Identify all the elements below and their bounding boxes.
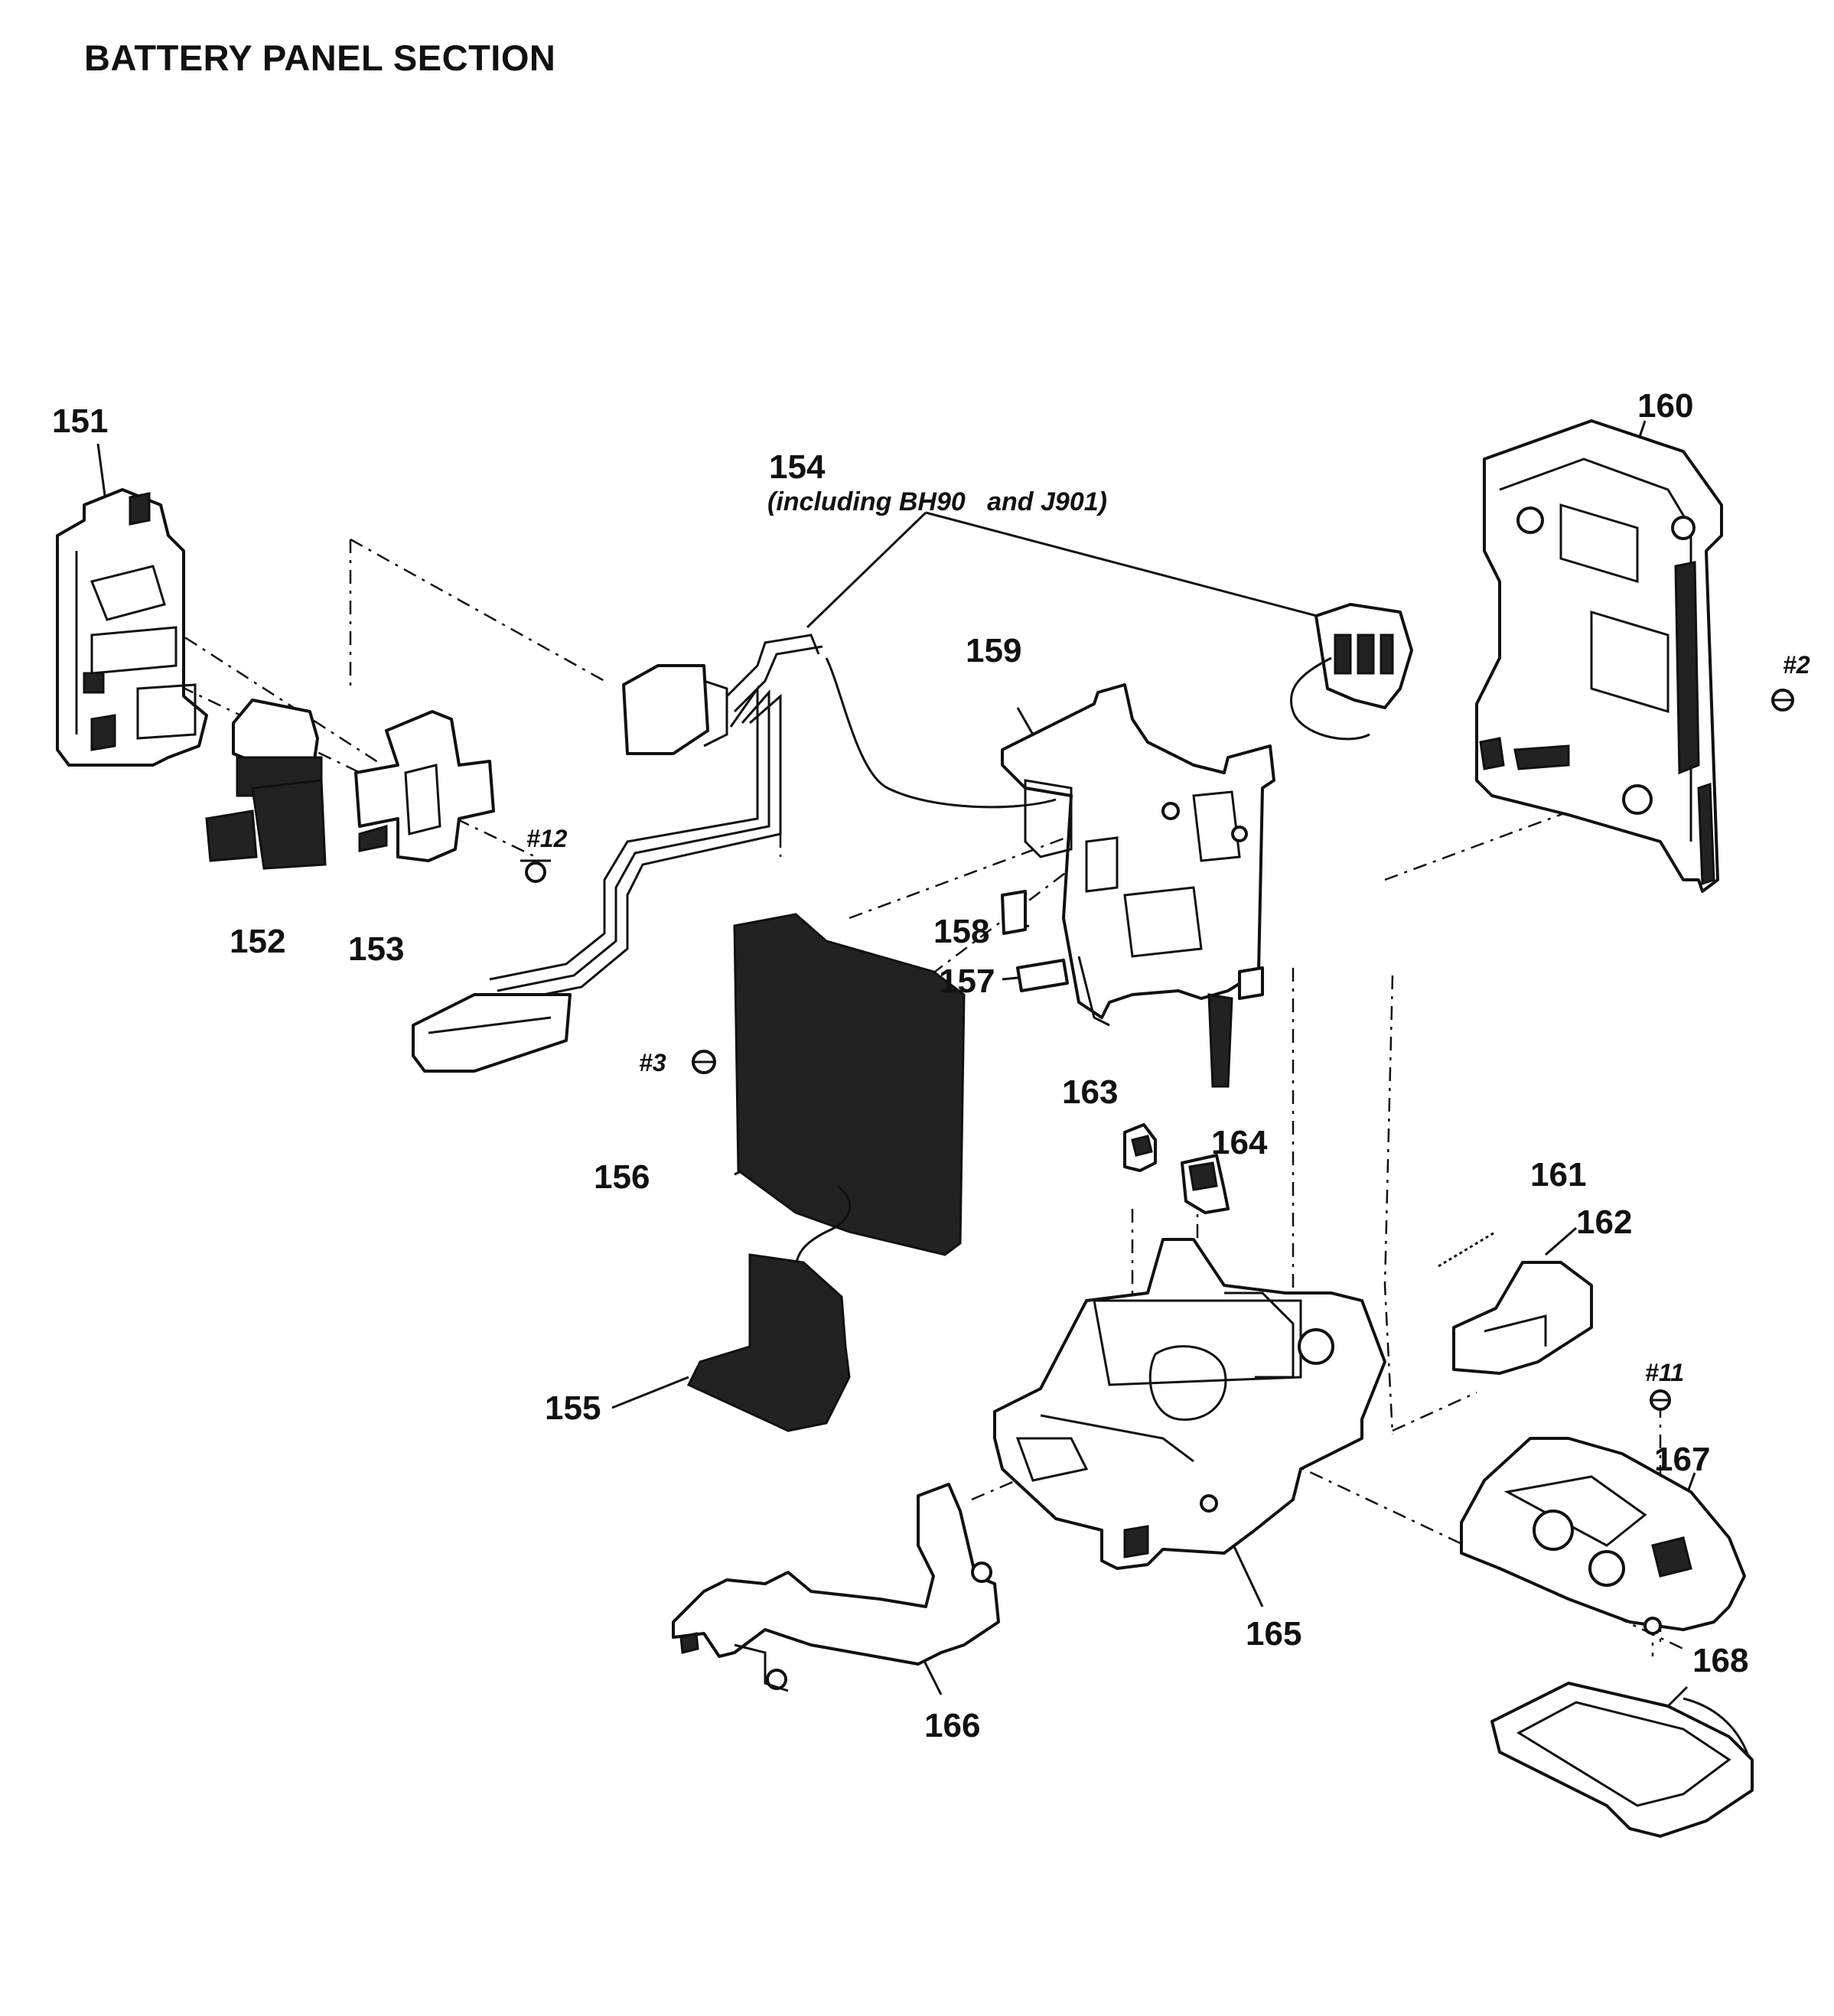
- label-157: 157: [939, 962, 995, 1000]
- screw-11: [1650, 1389, 1671, 1411]
- label-screw-3: #3: [639, 1049, 666, 1076]
- part-157-pad: [1016, 959, 1069, 992]
- label-168: 168: [1692, 1642, 1748, 1679]
- label-154: 154: [769, 448, 826, 486]
- label-160: 160: [1637, 387, 1693, 425]
- part-labels: 151 152 153 154 (including BH90 and J901…: [52, 387, 1748, 1744]
- label-163: 163: [1062, 1073, 1118, 1111]
- part-151-side-frame: [56, 488, 208, 767]
- part-166-plate: [672, 1483, 1000, 1692]
- part-168-lid: [1490, 1682, 1754, 1838]
- label-162: 162: [1576, 1203, 1632, 1241]
- screw-2: [1771, 689, 1794, 712]
- part-164-latch: [1181, 1154, 1230, 1214]
- label-156: 156: [594, 1158, 650, 1196]
- screw-labels: #2 #3 #11 #12: [526, 651, 1810, 1386]
- label-153: 153: [348, 930, 404, 968]
- label-158: 158: [933, 913, 989, 950]
- part-156-shield: [733, 913, 966, 1271]
- part-163-knob: [1123, 1123, 1157, 1172]
- part-159-frame: [1001, 683, 1275, 1088]
- label-154-note: (including BH90 and J901): [767, 487, 1107, 516]
- part-158-pad: [1001, 890, 1027, 935]
- label-164: 164: [1211, 1124, 1268, 1161]
- part-152-connector: [205, 699, 327, 870]
- part-161-spring: [1438, 1230, 1497, 1268]
- part-153-bracket: [354, 710, 495, 862]
- label-151: 151: [52, 402, 108, 440]
- part-160-rear-panel: [1475, 419, 1723, 893]
- part-154-harness: [412, 633, 1057, 1073]
- part-155-shield: [686, 1253, 851, 1432]
- part-165-housing: [993, 1238, 1386, 1570]
- section-title: BATTERY PANEL SECTION: [84, 37, 556, 78]
- screw-3: [692, 1050, 716, 1074]
- label-screw-11: #11: [1645, 1359, 1684, 1386]
- label-165: 165: [1246, 1615, 1301, 1653]
- label-166: 166: [924, 1707, 980, 1744]
- part-162-slider: [1452, 1261, 1593, 1375]
- screw-12: [520, 859, 551, 883]
- part-167-cover-mechanism: [1460, 1437, 1746, 1635]
- label-159: 159: [966, 632, 1021, 669]
- part-154-connector: [1289, 603, 1413, 741]
- label-167: 167: [1654, 1441, 1710, 1478]
- label-screw-12: #12: [526, 825, 568, 852]
- label-161: 161: [1530, 1156, 1586, 1194]
- label-screw-2: #2: [1783, 651, 1810, 679]
- label-155: 155: [545, 1389, 601, 1427]
- label-152: 152: [230, 923, 285, 960]
